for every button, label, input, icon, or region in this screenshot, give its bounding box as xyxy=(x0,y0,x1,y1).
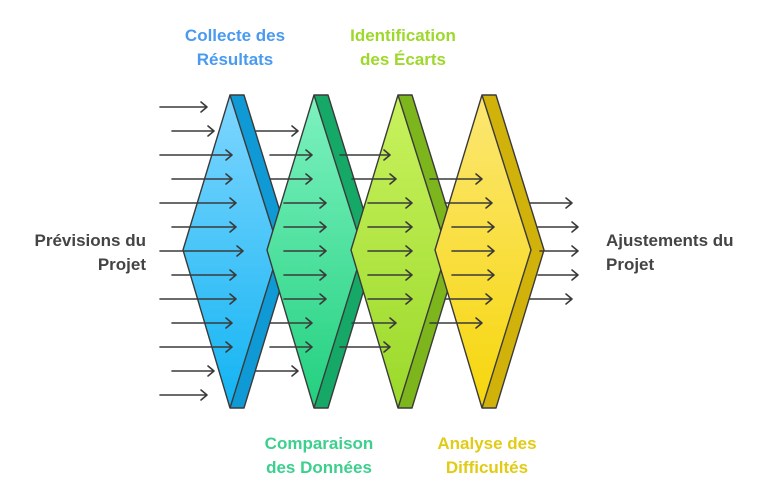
right-arrow-icon xyxy=(529,197,573,209)
right-arrow-icon xyxy=(159,197,237,209)
stage-label-collecte-line2: Résultats xyxy=(196,50,274,69)
right-arrow-icon xyxy=(529,293,573,305)
right-arrow-icon xyxy=(283,197,327,209)
right-arrow-icon xyxy=(367,221,413,233)
right-arrow-icon xyxy=(351,173,397,185)
stage-label-comparaison-line1: Comparaison xyxy=(264,434,374,453)
right-arrow-icon xyxy=(159,341,233,353)
right-arrow-icon xyxy=(159,293,237,305)
right-arrow-icon xyxy=(339,149,391,161)
right-arrow-icon xyxy=(367,269,413,281)
flow-arrows xyxy=(159,101,579,401)
right-arrow-icon xyxy=(283,269,327,281)
output-label-line2: Projet xyxy=(606,255,655,274)
right-arrow-icon xyxy=(537,221,579,233)
right-arrow-icon xyxy=(269,317,313,329)
input-label-line1: Prévisions du xyxy=(34,231,146,250)
right-arrow-icon xyxy=(429,317,483,329)
right-arrow-icon xyxy=(444,293,493,305)
right-arrow-icon xyxy=(269,149,313,161)
right-arrow-icon xyxy=(269,341,313,353)
stage-label-collecte-line1: Collecte des xyxy=(184,26,286,45)
output-label: Ajustements du Projet xyxy=(606,229,766,277)
right-arrow-icon xyxy=(283,221,327,233)
right-arrow-icon xyxy=(429,173,483,185)
stage-label-identification: Identification des Écarts xyxy=(328,24,478,72)
right-arrow-icon xyxy=(159,149,233,161)
right-arrow-icon xyxy=(367,197,413,209)
right-arrow-icon xyxy=(171,365,215,377)
stage-label-analyse-line1: Analyse des xyxy=(437,434,537,453)
right-arrow-icon xyxy=(367,293,413,305)
stage-label-collecte: Collecte des Résultats xyxy=(160,24,310,72)
right-arrow-icon xyxy=(159,389,208,401)
stage-label-comparaison-line2: des Données xyxy=(266,458,372,477)
right-arrow-icon xyxy=(171,269,237,281)
right-arrow-icon xyxy=(539,245,579,257)
stage-label-comparaison: Comparaison des Données xyxy=(244,432,394,480)
right-arrow-icon xyxy=(451,269,495,281)
right-arrow-icon xyxy=(339,341,391,353)
right-arrow-icon xyxy=(537,269,579,281)
right-arrow-icon xyxy=(159,245,244,257)
right-arrow-icon xyxy=(171,173,233,185)
right-arrow-icon xyxy=(171,125,215,137)
right-arrow-icon xyxy=(159,101,208,113)
right-arrow-icon xyxy=(269,173,313,185)
right-arrow-icon xyxy=(444,197,493,209)
right-arrow-icon xyxy=(451,221,495,233)
right-arrow-icon xyxy=(255,125,299,137)
right-arrow-icon xyxy=(283,245,327,257)
right-arrow-icon xyxy=(171,221,237,233)
right-arrow-icon xyxy=(171,317,233,329)
right-arrow-icon xyxy=(451,245,495,257)
right-arrow-icon xyxy=(351,317,397,329)
stage-label-identification-line2: des Écarts xyxy=(360,50,446,69)
stage-side-analyse xyxy=(482,95,544,408)
stage-label-analyse: Analyse des Difficultés xyxy=(412,432,562,480)
right-arrow-icon xyxy=(283,293,327,305)
right-arrow-icon xyxy=(367,245,413,257)
input-label-line2: Projet xyxy=(97,255,146,274)
stage-outline-analyse xyxy=(434,94,545,409)
right-arrow-icon xyxy=(255,365,299,377)
stage-label-identification-line1: Identification xyxy=(350,26,456,45)
output-label-line1: Ajustements du xyxy=(606,231,734,250)
input-label: Prévisions du Projet xyxy=(14,229,146,277)
stage-label-analyse-line2: Difficultés xyxy=(445,458,529,477)
